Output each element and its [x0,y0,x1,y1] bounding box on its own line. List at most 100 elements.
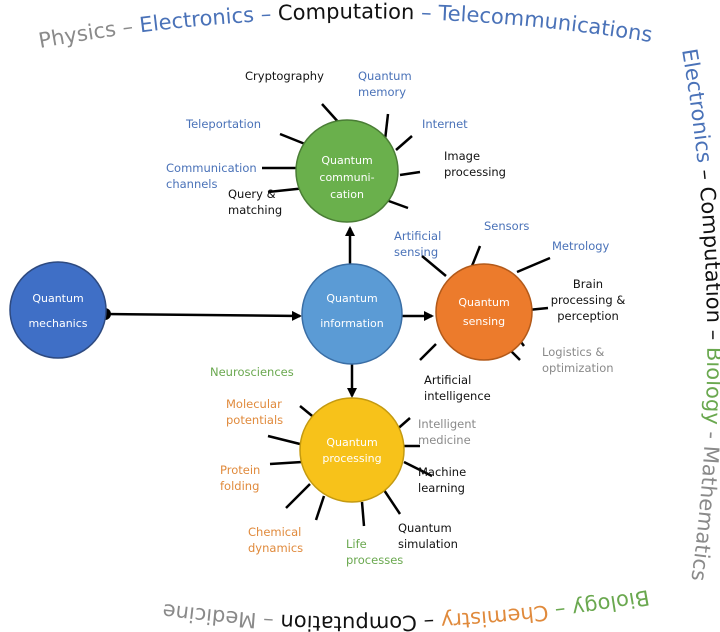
border-segment: Mathematics [686,445,720,583]
label-line: processing [444,165,506,179]
label-line: Machine [418,465,466,479]
border-text-top: Physics – Electronics – Computation – Te… [37,0,655,53]
communication-application-label: Image processing [444,149,506,179]
label-line: Logistics & [542,345,604,359]
label-line: potentials [226,413,283,427]
node-label-line: Quantum [321,154,372,167]
sensing-application-label: Logistics & optimization [542,345,614,375]
label-line: intelligence [424,389,491,403]
border-segment: – [702,323,720,347]
border-text-bottom: Biology – Chemistry – Computation – Medi… [161,585,651,632]
label-line: Protein [220,463,260,477]
communication-application-label: Quantum memory [358,69,412,99]
label-line: Internet [422,117,468,131]
border-segment: – [256,608,281,632]
label-line: dynamics [248,541,303,555]
node-quantum-communication: Quantum communi- cation [295,119,399,223]
label-line: optimization [542,361,614,375]
border-segment: Physics [37,17,118,53]
communication-application-label: Communication channels [166,161,257,191]
node-label-line: processing [322,452,381,465]
node-label-line: sensing [463,315,505,328]
label-line: learning [418,481,465,495]
node-quantum-processing: Quantum processing [299,397,405,503]
border-segment: Medicine [161,599,257,632]
border-text-right: Electronics – Computation – Biology - Ma… [677,47,720,583]
processing-application-label: Machine learning [418,465,466,495]
label-line: Image [444,149,480,163]
border-segment: – [114,14,141,41]
node-quantum-sensing: Quantum sensing [435,263,533,361]
label-line: Intelligent [418,417,477,431]
label-line: Chemical [248,525,301,539]
communication-application-label: Teleportation [185,117,261,131]
label-line: channels [166,177,218,191]
label-line: Quantum [358,69,412,83]
label-line: Life [346,537,367,551]
border-segment: Chemistry [440,600,549,632]
border-segment: Electronics [677,47,716,164]
label-line: Quantum [398,521,452,535]
label-line: Communication [166,161,257,175]
label-line: processing & [551,293,626,307]
node-label-line: mechanics [28,317,87,330]
processing-application-label: Life processes [346,537,403,567]
label-line: Molecular [226,397,282,411]
node-label-line: Quantum [32,292,83,305]
label-line: Artificial [394,229,441,243]
node-label-line: Quantum [458,296,509,309]
communication-application-label: Internet [422,117,468,131]
label-line: Metrology [552,239,610,253]
sensing-application-label: Metrology [552,239,610,253]
processing-application-label: Neurosciences [210,365,294,379]
node-label-line: Quantum [326,436,377,449]
border-segment: Electronics [138,3,255,38]
label-line: Cryptography [245,69,324,83]
node-label-line: information [320,317,384,330]
label-line: matching [228,203,282,217]
border-segment: – [547,597,574,624]
label-line: memory [358,85,406,99]
node-quantum-mechanics: Quantum mechanics [9,261,107,359]
communication-application-label: Cryptography [245,69,324,83]
processing-application-label: Protein folding [220,463,260,493]
label-line: medicine [418,433,471,447]
sensing-application-label: Brain processing & perception [551,277,626,323]
label-line: Neurosciences [210,365,294,379]
border-segment: Computation [695,186,720,324]
label-line: Brain [573,277,603,291]
border-segment: Biology [700,347,720,425]
border-segment: Telecommunications [437,1,654,47]
label-line: Teleportation [185,117,261,131]
node-label-line: Quantum [326,292,377,305]
border-segment: Computation [280,610,417,632]
border-segment: – [693,162,719,188]
sensing-application-label: Artificial intelligence [424,373,491,403]
node-label-line: communi- [319,171,374,184]
border-segment: – [253,1,278,26]
label-line: processes [346,553,403,567]
label-line: perception [557,309,619,323]
label-line: simulation [398,537,458,551]
processing-application-label: Quantum simulation [398,521,458,551]
connector-mechanics-information [104,310,302,321]
processing-application-label: Molecular potentials [226,397,283,427]
sensing-application-label: Artificial sensing [394,229,441,259]
label-line: Sensors [484,219,529,233]
border-segment: – [416,609,441,632]
processing-application-label: Chemical dynamics [248,525,303,555]
processing-application-label: Intelligent medicine [418,417,477,447]
label-line: Query & [228,187,276,201]
border-segment: Computation [277,0,414,25]
sensing-application-label: Sensors [484,219,529,233]
label-line: folding [220,479,259,493]
border-segment: Biology [571,585,652,621]
node-quantum-information: Quantum information [301,263,403,365]
border-segment: – [414,0,439,25]
communication-application-label: Query & matching [228,187,282,217]
label-line: Artificial [424,373,471,387]
border-segment: - [699,424,720,446]
label-line: sensing [394,245,438,259]
